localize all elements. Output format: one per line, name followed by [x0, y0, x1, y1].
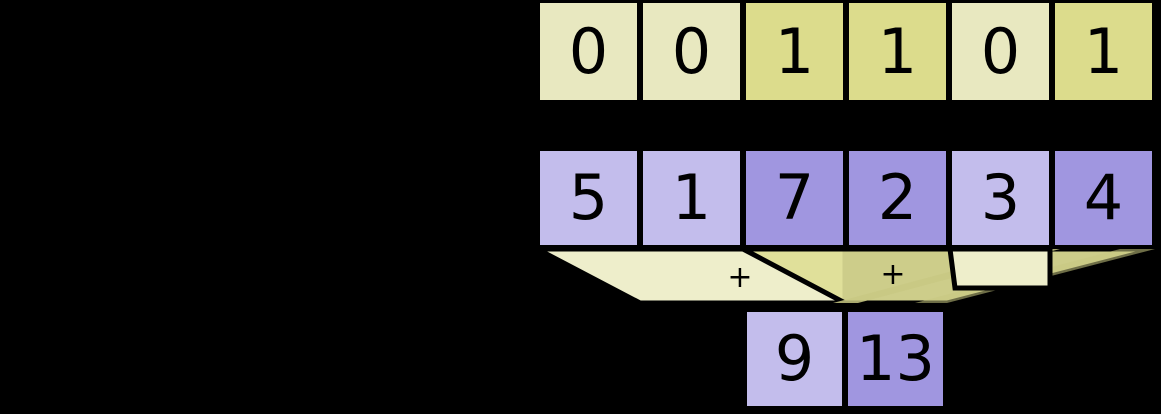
value-cell-5[interactable]: 4 [1052, 148, 1155, 248]
result-row: 9 13 [744, 309, 946, 409]
value-cell-1[interactable]: 1 [640, 148, 743, 248]
value-cell-4[interactable]: 3 [949, 148, 1052, 248]
mask-cell-1[interactable]: 0 [640, 0, 743, 103]
value-cell-3[interactable]: 2 [846, 148, 949, 248]
value-row: 5 1 7 2 3 4 [537, 148, 1155, 248]
value-cell-2[interactable]: 7 [743, 148, 846, 248]
mask-row: 0 0 1 1 0 1 [537, 0, 1155, 103]
mask-cell-0[interactable]: 0 [537, 0, 640, 103]
result-cell-1[interactable]: 13 [845, 309, 946, 409]
mask-cell-5[interactable]: 1 [1052, 0, 1155, 103]
mask-cell-2[interactable]: 1 [743, 0, 846, 103]
result-cell-0[interactable]: 9 [744, 309, 845, 409]
funnel-gap-wedge [947, 246, 1053, 291]
value-cell-0[interactable]: 5 [537, 148, 640, 248]
mask-cell-4[interactable]: 0 [949, 0, 1052, 103]
mask-cell-3[interactable]: 1 [846, 0, 949, 103]
